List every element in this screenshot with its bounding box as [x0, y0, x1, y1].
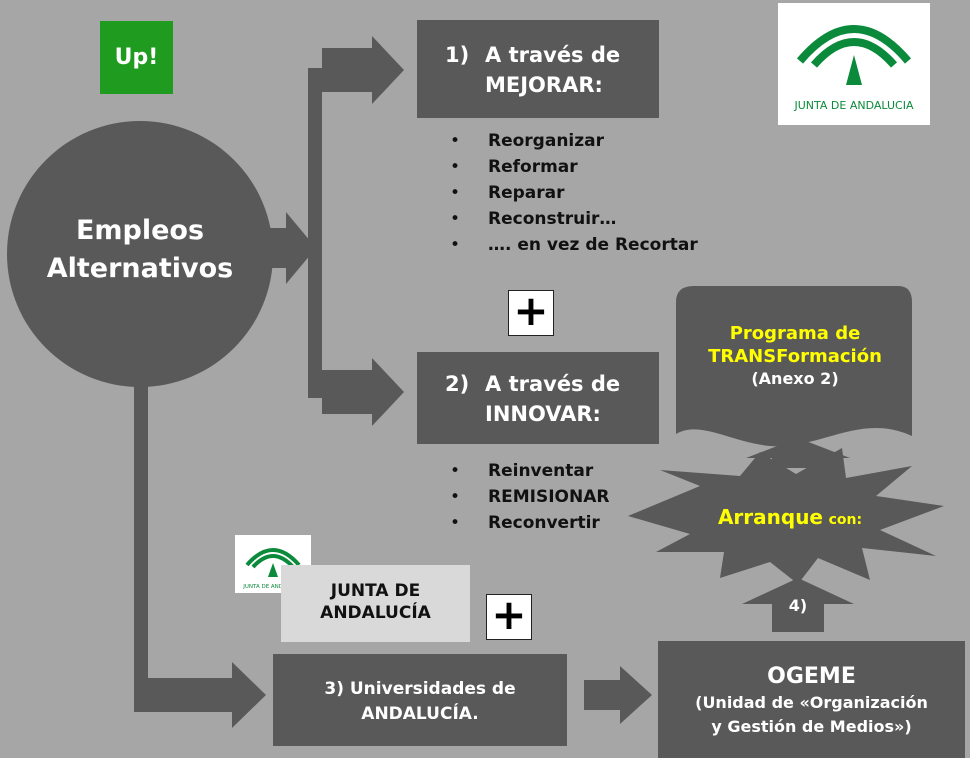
up-badge: Up!: [100, 21, 173, 94]
arranque-starburst: [628, 448, 944, 584]
ogeme-line2: y Gestión de Medios»): [711, 717, 912, 736]
junta-logo-large-icon: JUNTA DE ANDALUCIA: [794, 25, 914, 112]
arrow-up-step4: [742, 578, 854, 632]
junta-label-line1: JUNTA DE: [330, 581, 421, 601]
step2-line2: INNOVAR:: [485, 402, 601, 426]
step1-box: 1) A través de MEJORAR:: [417, 20, 659, 118]
step1-bullets: •Reorganizar •Reformar •Reparar •Reconst…: [450, 128, 698, 258]
step3-line1: 3) Universidades de: [324, 679, 516, 699]
junta-logo-large-text: JUNTA DE ANDALUCIA: [794, 99, 914, 112]
center-title-line2: Alternativos: [46, 253, 234, 284]
list-item: •Reconstruir…: [450, 209, 617, 229]
ogeme-box: OGEME (Unidad de «Organización y Gestión…: [658, 641, 965, 758]
arrow-circle-to-bracket: [258, 212, 316, 284]
list-item: •Reformar: [450, 157, 578, 177]
program-line1: Programa de: [729, 323, 861, 344]
step2-box: 2) A través de INNOVAR:: [417, 352, 659, 444]
arranque-label: Arranque con:: [690, 505, 890, 529]
center-title-line1: Empleos: [75, 215, 205, 246]
junta-label-line2: ANDALUCÍA: [320, 603, 431, 623]
step1-number: 1): [445, 43, 470, 67]
list-item: •REMISIONAR: [450, 487, 610, 507]
connector-down: [134, 338, 148, 690]
bracket-bar: [308, 68, 322, 398]
junta-label-box: JUNTA DE ANDALUCÍA: [281, 565, 470, 642]
arrow-step3-to-ogeme: [584, 666, 652, 724]
junta-logo-small-icon: JUNTA DE ANDALUCIA: [242, 548, 303, 590]
center-circle: [7, 121, 273, 387]
plus-sign-2: +: [486, 594, 532, 640]
arranque-main: Arranque: [717, 505, 823, 529]
list-item: •Reinventar: [450, 461, 594, 481]
program-line2: TRANSFormación: [708, 346, 882, 367]
arrow-to-step1: [322, 36, 404, 104]
step3-line2: ANDALUCÍA.: [361, 704, 479, 724]
step2-line1: A través de: [485, 372, 621, 396]
junta-logo-small-text: JUNTA DE ANDALUCIA: [242, 584, 303, 590]
list-item: •…. en vez de Recortar: [450, 235, 698, 255]
list-item: •Reorganizar: [450, 131, 605, 151]
program-label: Programa de TRANSFormación (Anexo 2): [680, 322, 910, 390]
list-item: •Reconvertir: [450, 513, 600, 533]
up-badge-label: Up!: [114, 45, 159, 70]
step4-label: 4): [788, 596, 808, 615]
program-document: [676, 286, 912, 447]
step1-line1: A través de: [485, 43, 621, 67]
ogeme-title: OGEME: [767, 664, 856, 689]
step2-number: 2): [445, 372, 470, 396]
step3-box: 3) Universidades de ANDALUCÍA.: [273, 654, 567, 746]
program-line3: (Anexo 2): [751, 369, 839, 388]
center-title: Empleos Alternativos: [20, 212, 260, 288]
ogeme-line1: (Unidad de «Organización: [695, 693, 928, 712]
arrow-to-step3: [134, 662, 266, 728]
step1-line2: MEJORAR:: [485, 73, 603, 97]
list-item: •Reparar: [450, 183, 565, 203]
plus-sign-1: +: [508, 290, 554, 336]
arrow-to-step2: [322, 358, 404, 426]
step2-bullets: •Reinventar •REMISIONAR •Reconvertir: [450, 458, 610, 536]
junta-logo-large: JUNTA DE ANDALUCIA: [778, 3, 930, 125]
arranque-suffix: con:: [828, 512, 863, 528]
